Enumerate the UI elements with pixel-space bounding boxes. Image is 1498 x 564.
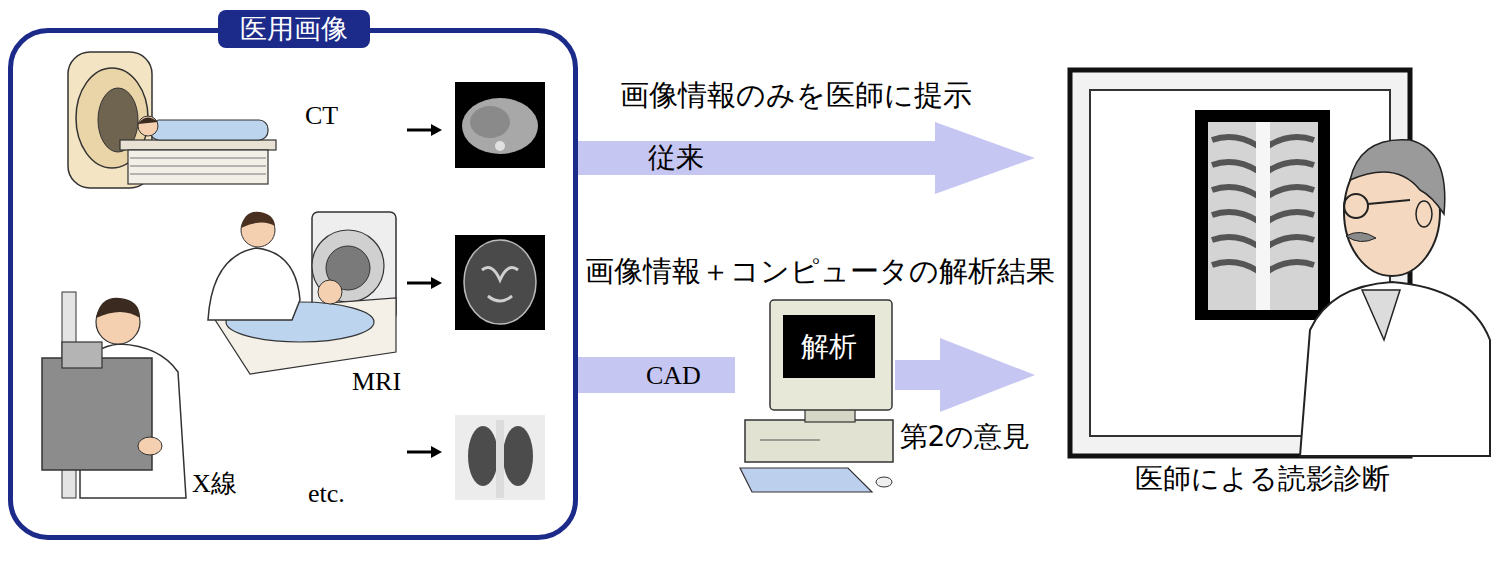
xray-device [42, 292, 545, 500]
film-viewer-and-doctor [1070, 70, 1490, 456]
arrow-label: CAD [646, 360, 701, 391]
panel-title-tab: 医用画像 [218, 10, 370, 48]
flow-arrow [895, 338, 1035, 412]
route-description: 画像情報のみを医師に提示 [620, 78, 972, 113]
modality-note: etc. [308, 478, 345, 509]
image-group-panel: 医用画像CTMRIX線etc. [8, 28, 578, 540]
reading-station: 医師による読影診断 [1035, 60, 1494, 500]
modality-name: X線 [192, 468, 237, 499]
flow-arrow [578, 357, 735, 393]
ct-scanner [68, 52, 545, 188]
computer [740, 300, 893, 492]
mri-scanner [208, 212, 545, 374]
screen-text: 解析 [783, 315, 875, 378]
modality-name: MRI [352, 366, 401, 397]
route-description: 画像情報＋コンピュータの解析結果 [585, 254, 1055, 289]
flow-arrow [578, 122, 1035, 194]
computer-node: 解析 [735, 300, 895, 495]
modality-name: CT [305, 100, 338, 131]
station-caption: 医師による読影診断 [1035, 462, 1490, 496]
arrow-label: 従来 [648, 141, 704, 175]
arrow-label: 第2の意見 [900, 420, 1031, 454]
